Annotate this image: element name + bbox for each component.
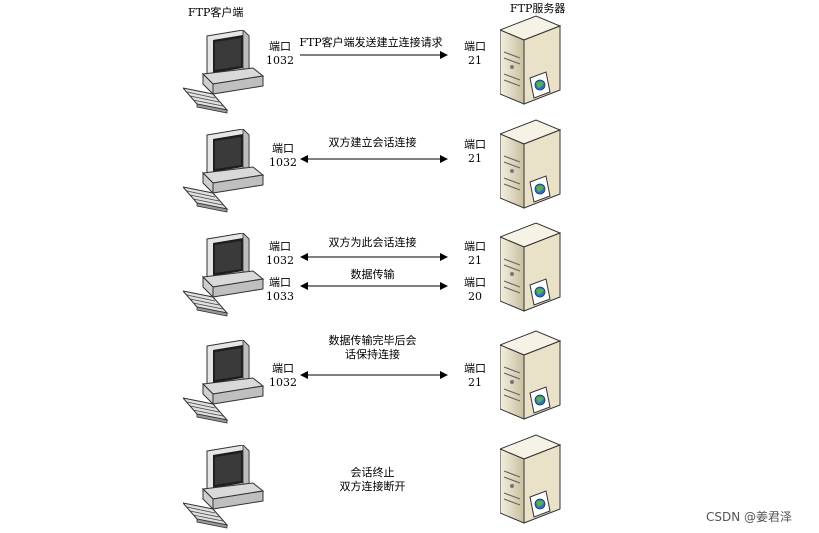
client-port-label: 端口 1032 [266,240,294,267]
server-port-label: 端口 21 [464,362,486,389]
client-computer-icon [183,340,264,424]
server-data-port-label: 端口 20 [464,276,486,303]
server-icon [500,434,561,524]
data-transfer-arrow [300,282,448,290]
client-computer-icon [183,233,264,317]
client-port-label: 端口 1032 [266,40,294,67]
message-label: 双方为此会话连接 [328,236,417,249]
request-arrow [300,51,448,59]
client-header: FTP客户端 [188,6,244,19]
server-header: FTP服务器 [510,2,566,15]
client-computer-icon [183,445,264,529]
client-port-label: 端口 1032 [269,362,297,389]
message-label: 双方建立会话连接 [328,136,417,149]
data-transfer-label: 数据传输 [350,268,395,281]
client-computer-icon [183,30,264,114]
server-icon [500,330,561,420]
bidirectional-arrow [300,253,448,261]
client-port-label: 端口 1032 [269,142,297,169]
message-label: FTP客户端发送建立连接请求 [299,36,443,49]
server-port-label: 端口 21 [464,138,486,165]
message-label: 数据传输完毕后会 话保持连接 [328,334,417,361]
server-port-label: 端口 21 [464,240,486,267]
bidirectional-arrow [300,155,448,163]
client-data-port-label: 端口 1033 [266,276,294,303]
server-icon [500,119,561,209]
server-icon [500,15,561,105]
client-computer-icon [183,129,264,213]
watermark: CSDN @姜君泽 [706,510,793,524]
server-icon [500,222,561,312]
server-port-label: 端口 21 [464,40,486,67]
session-end-label: 会话终止 双方连接断开 [339,466,406,493]
bidirectional-arrow [300,371,448,379]
